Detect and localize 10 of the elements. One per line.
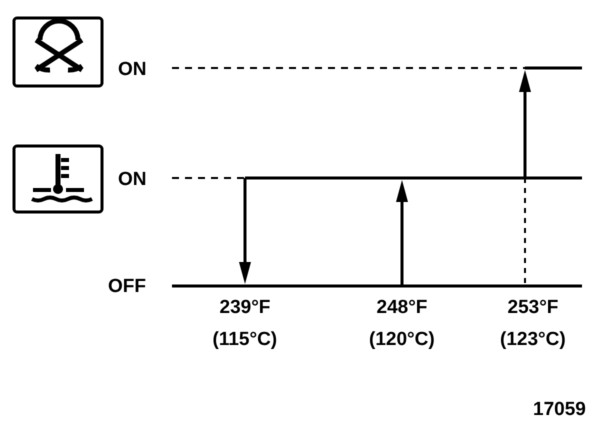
- state-label: ON: [118, 170, 146, 189]
- temperature-label: 248°F: [376, 298, 428, 317]
- temperature-label: (123°C): [500, 330, 566, 349]
- temperature-label: (115°C): [212, 330, 278, 349]
- temperature-label: 253°F: [508, 298, 558, 317]
- temperature-label: (120°C): [369, 330, 435, 349]
- state-label: ON: [118, 60, 146, 79]
- figure-number: 17059: [533, 400, 586, 419]
- temperature-label: 239°F: [220, 298, 270, 317]
- state-label: OFF: [108, 277, 146, 296]
